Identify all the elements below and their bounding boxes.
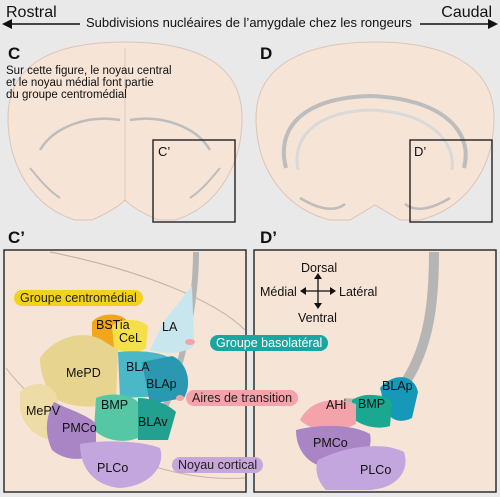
group-transition: Aires de transition: [186, 390, 299, 406]
region-blap: [142, 356, 189, 404]
label-bmp: BMP: [101, 398, 129, 412]
label-bla: BLA: [126, 360, 150, 374]
group-centromedial: Groupe centromédial: [14, 290, 143, 306]
region-cel: [112, 320, 148, 353]
note-line-3: du groupe centromédial: [6, 89, 127, 101]
label-pmco: PMCo: [62, 421, 97, 435]
region-blav: [138, 398, 176, 440]
label-d-ahi: AHi: [326, 398, 347, 412]
panel-label-d: D: [260, 44, 273, 63]
orientation-compass: [300, 273, 336, 309]
region-plco-d: [316, 446, 406, 490]
compass-lateral: Latéral: [339, 285, 378, 299]
transition-spot: [176, 395, 184, 401]
label-mepv: MePV: [26, 404, 61, 418]
label-d-pmco: PMCo: [313, 436, 348, 450]
note-line-2: et le noyau médial font partie: [6, 77, 154, 89]
label-cel: CeL: [119, 331, 142, 345]
zoom-panel-d: [253, 249, 497, 493]
zoom-panel-c: [3, 249, 247, 493]
group-cortical: Noyau cortical: [172, 457, 264, 473]
region-mepd: [40, 335, 118, 407]
region-ahi-d: [300, 400, 356, 431]
brain-section-d: [255, 41, 495, 223]
caudal-label: Caudal: [441, 4, 492, 21]
brain-section-c: [7, 41, 243, 223]
zoom-label-c: C’: [8, 228, 25, 247]
label-bstia: BSTia: [96, 318, 130, 332]
compass-dorsal: Dorsal: [301, 261, 338, 275]
figure-title: Subdivisions nucléaires de l’amygdale ch…: [86, 15, 412, 30]
label-la: LA: [162, 320, 178, 334]
compass-medial: Médial: [260, 285, 297, 299]
region-bmp-d: [352, 394, 392, 428]
label-plco: PLCo: [97, 461, 129, 475]
label-d-bmp: BMP: [358, 397, 386, 411]
label-mepd: MePD: [66, 366, 101, 380]
region-la: [150, 286, 194, 353]
label-blav: BLAv: [138, 415, 168, 429]
inset-label-d: D’: [414, 144, 427, 159]
group-basolateral: Groupe basolatéral: [210, 335, 329, 351]
compass-ventral: Ventral: [298, 311, 337, 325]
region-bmp: [94, 394, 138, 441]
transition-spot: [185, 339, 195, 345]
zoom-label-d: D’: [260, 228, 277, 247]
label-d-plco: PLCo: [360, 463, 392, 477]
rostral-label: Rostral: [6, 4, 57, 21]
note-line-1: Sur cette figure, le noyau central: [6, 65, 172, 77]
label-d-blap: BLAp: [382, 379, 413, 393]
inset-label-c: C’: [158, 144, 171, 159]
region-plco: [80, 441, 162, 488]
rostral-caudal-arrow: [2, 14, 498, 34]
panel-label-c: C: [8, 44, 21, 63]
label-blap: BLAp: [146, 377, 177, 391]
